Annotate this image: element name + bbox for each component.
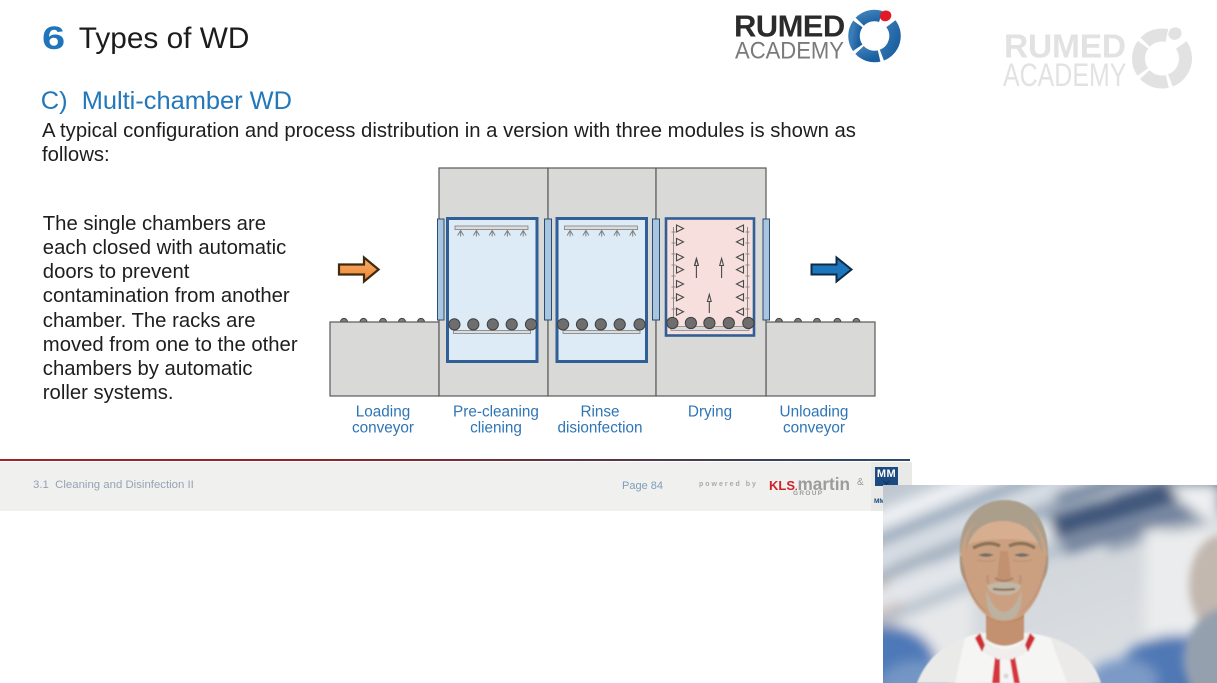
svg-text:RUMED: RUMED — [1004, 29, 1126, 66]
svg-text:conveyor: conveyor — [352, 420, 414, 437]
svg-text:disionfection: disionfection — [557, 420, 642, 437]
svg-text:Loading: Loading — [356, 404, 410, 421]
svg-text:Unloading: Unloading — [780, 404, 849, 421]
svg-text:Rinse: Rinse — [580, 404, 619, 421]
svg-text:Drying: Drying — [688, 404, 732, 421]
svg-text:cliening: cliening — [470, 420, 522, 437]
svg-text:conveyor: conveyor — [783, 420, 845, 437]
svg-text:Pre-cleaning: Pre-cleaning — [453, 404, 539, 421]
svg-text:ACADEMY: ACADEMY — [1003, 58, 1126, 94]
svg-text:RUMED: RUMED — [734, 8, 845, 43]
svg-text:ACADEMY: ACADEMY — [735, 36, 844, 63]
